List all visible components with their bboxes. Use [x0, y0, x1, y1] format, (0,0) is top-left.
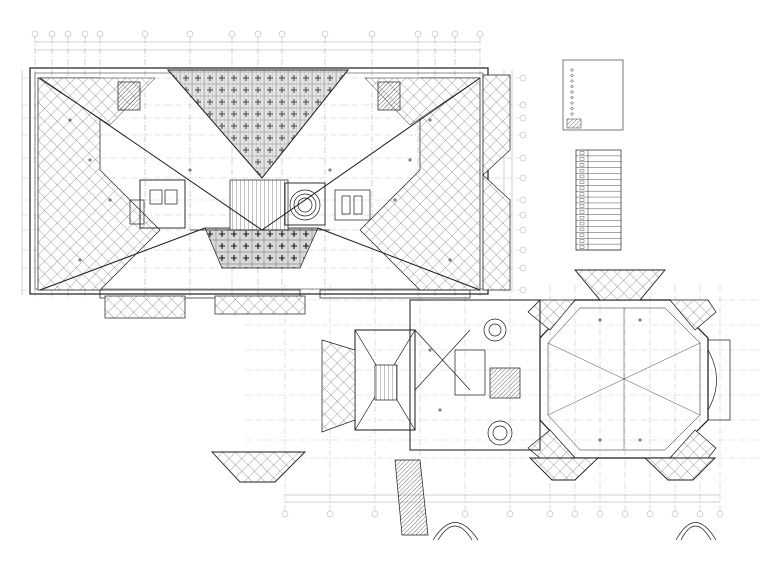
legend-symbols [562, 59, 624, 131]
light-fixture-markers [68, 118, 642, 442]
legend-table [575, 149, 622, 251]
lower-floor-plan [210, 269, 731, 541]
upper-floor-plan [29, 67, 511, 319]
